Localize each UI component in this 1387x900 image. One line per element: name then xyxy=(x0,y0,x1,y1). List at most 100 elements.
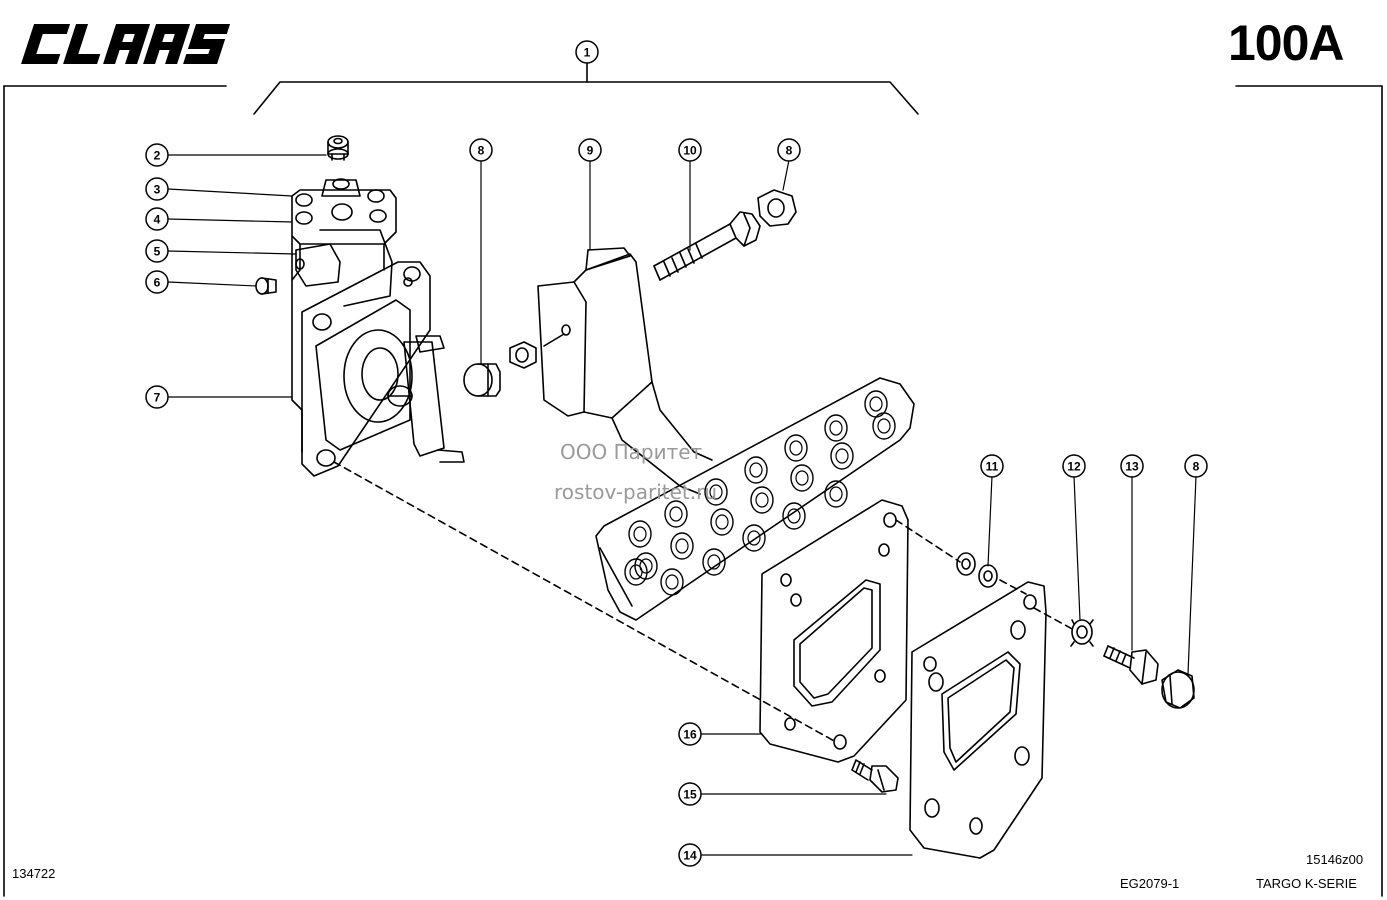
perforation-hole xyxy=(664,500,688,528)
perforation-hole xyxy=(872,412,896,440)
pedal-plate xyxy=(595,377,915,621)
perforation-hole xyxy=(710,508,734,536)
callout-label: 8 xyxy=(1193,460,1200,474)
perforation-hole xyxy=(824,480,848,508)
callout-label: 2 xyxy=(154,149,161,163)
callout-4: 4 xyxy=(145,207,169,231)
callout-9: 9 xyxy=(578,138,602,162)
callout-label: 5 xyxy=(154,245,161,259)
perforation-hole xyxy=(628,520,652,548)
perforation-hole xyxy=(784,434,808,462)
watermark-company: ООО Паритет xyxy=(560,440,703,464)
callout-label: 3 xyxy=(154,183,161,197)
reference-code: 15146z00 xyxy=(1306,852,1364,867)
part-16-mounting-plate xyxy=(759,499,909,763)
perforation-hole-inner xyxy=(747,530,761,546)
perforation-hole-inner xyxy=(715,514,729,530)
part-8-nut-top xyxy=(757,189,797,227)
perforation-hole xyxy=(750,486,774,514)
callout-label: 9 xyxy=(587,144,594,158)
page-number: 100A xyxy=(1228,15,1345,71)
callout-label: 8 xyxy=(786,144,793,158)
callout-label: 14 xyxy=(683,849,697,863)
part-hex-nut xyxy=(509,341,537,369)
part-8-cap-nut-right xyxy=(1161,669,1195,709)
callout-16: 16 xyxy=(678,722,702,746)
callout-label: 6 xyxy=(154,276,161,290)
callout-8: 8 xyxy=(1184,454,1208,478)
perforation-hole xyxy=(670,532,694,560)
part-9-pedal-arm xyxy=(537,247,713,495)
perforation-hole-inner xyxy=(789,440,803,456)
perforation-hole xyxy=(742,524,766,552)
callout-label: 13 xyxy=(1125,460,1139,474)
perforation-hole-inner xyxy=(675,538,689,554)
callout-6: 6 xyxy=(145,270,169,294)
callout-label: 1 xyxy=(584,46,591,60)
drawing-number: 134722 xyxy=(12,866,56,881)
callout-label: 7 xyxy=(154,391,161,405)
machine-series: TARGO K-SERIE xyxy=(1256,876,1357,891)
assembly-bracket xyxy=(253,81,919,115)
callout-label: 12 xyxy=(1067,460,1081,474)
assembly-dash-lines xyxy=(333,461,1075,743)
callout-10: 10 xyxy=(678,138,702,162)
brake-valve-body xyxy=(291,178,465,477)
perforation-hole-inner xyxy=(869,396,883,412)
callout-8: 8 xyxy=(469,138,493,162)
callout-1: 1 xyxy=(575,40,599,64)
perforation-hole-inner xyxy=(877,418,891,434)
perforation-hole-inner xyxy=(795,470,809,486)
part-15-socket-screw xyxy=(851,759,899,793)
callout-label: 10 xyxy=(683,144,697,158)
perforation-hole-inner xyxy=(669,506,683,522)
perforation-hole xyxy=(830,442,854,470)
perforation-hole xyxy=(702,548,726,576)
callout-8: 8 xyxy=(777,138,801,162)
callout-7: 7 xyxy=(145,385,169,409)
perforation-hole-inner xyxy=(749,462,763,478)
perforation-hole xyxy=(782,502,806,530)
callout-14: 14 xyxy=(678,843,702,867)
assembly-line-nut xyxy=(543,333,565,347)
part-8-cap-nut xyxy=(463,363,501,397)
perforation-hole xyxy=(624,558,648,586)
callout-3: 3 xyxy=(145,177,169,201)
perforation-hole-inner xyxy=(787,508,801,524)
part-14-gasket xyxy=(909,581,1047,859)
claas-logo xyxy=(21,24,231,64)
callout-2: 2 xyxy=(145,143,169,167)
part-2-cap-screw xyxy=(327,135,349,161)
perforation-hole-inner xyxy=(633,526,647,542)
perforation-hole-inner xyxy=(755,492,769,508)
perforation-hole-inner xyxy=(829,420,843,436)
part-12-lock-washer xyxy=(1070,619,1094,647)
perforation-hole-inner xyxy=(709,484,723,500)
callout-label: 4 xyxy=(154,213,161,227)
callout-5: 5 xyxy=(145,239,169,263)
leader-lines xyxy=(167,154,1197,856)
perforation-hole xyxy=(824,414,848,442)
part-6-screw xyxy=(255,277,277,295)
perforation-hole xyxy=(790,464,814,492)
perforation-hole-inner xyxy=(665,574,679,590)
callout-label: 16 xyxy=(683,728,697,742)
callout-label: 15 xyxy=(683,788,697,802)
part-10-bolt xyxy=(653,211,761,281)
perforation-hole xyxy=(744,456,768,484)
perforation-hole-inner xyxy=(629,564,643,580)
callout-15: 15 xyxy=(678,782,702,806)
perforation-hole xyxy=(704,478,728,506)
part-13-hex-bolt xyxy=(1103,645,1159,685)
document-code: EG2079-1 xyxy=(1120,876,1180,891)
callout-13: 13 xyxy=(1120,454,1144,478)
perforation-hole-inner xyxy=(707,554,721,570)
perforation-hole-inner xyxy=(835,448,849,464)
callout-12: 12 xyxy=(1062,454,1086,478)
watermark-site: rostov-paritet.ru xyxy=(554,480,718,504)
perforation-hole xyxy=(660,568,684,596)
callout-11: 11 xyxy=(980,454,1004,478)
